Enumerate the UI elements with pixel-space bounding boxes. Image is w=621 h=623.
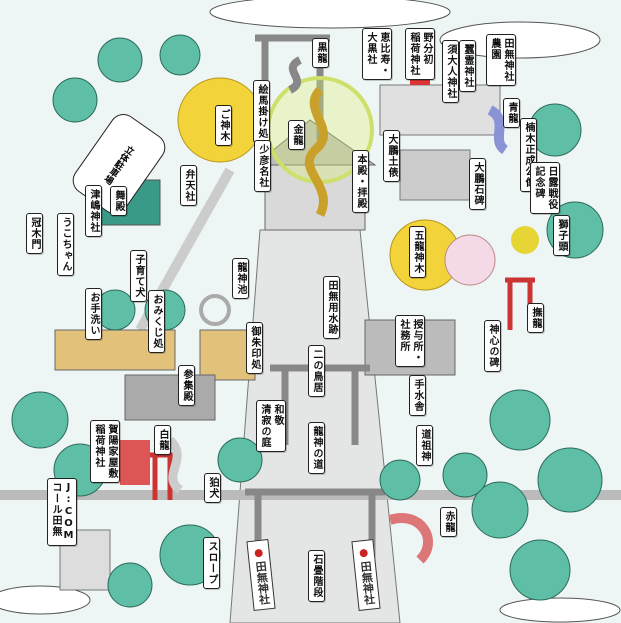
label-temizuya[interactable]: 手水舎	[409, 375, 426, 416]
label-ninotorii[interactable]: 二の鳥居	[308, 345, 325, 397]
label-naderyu[interactable]: 撫龍	[527, 303, 544, 333]
label-goryu[interactable]: 五龍神木	[409, 226, 426, 278]
label-ukochan[interactable]: うこちゃん	[57, 213, 74, 276]
honden-roof	[253, 119, 377, 166]
label-slope[interactable]: スロープ	[203, 537, 220, 589]
label-dosojin[interactable]: 道祖神	[416, 425, 433, 466]
label-goshuin[interactable]: 御朱印処	[246, 322, 263, 374]
label-sukunahikona[interactable]: 少彦名社	[254, 140, 271, 192]
trees	[11, 34, 604, 608]
black-dragon-icon	[287, 56, 303, 94]
label-juyosho[interactable]: 授与所・ 社務所	[395, 315, 425, 367]
label-komainu[interactable]: 狛犬	[204, 473, 221, 503]
label-sanshuden[interactable]: 参集殿	[178, 365, 195, 406]
golden-dragon-icon	[304, 86, 328, 218]
parking-label: 立体駐車場	[101, 142, 136, 186]
label-goshinboku[interactable]: ご神木	[215, 105, 232, 146]
label-noen[interactable]: 田無神社 農園	[486, 34, 516, 86]
ryujin-pond	[199, 294, 231, 326]
white-dragon-icon	[166, 436, 184, 494]
label-kaya-inari[interactable]: 賀陽家屋敷 稲荷神社	[90, 420, 120, 483]
goshuin-building	[199, 329, 256, 381]
label-dohyo[interactable]: 大鵬土俵	[383, 130, 400, 182]
label-nowake-inari[interactable]: 野分初 稲荷神社	[405, 28, 435, 80]
label-sukunabito[interactable]: 須大人神社	[442, 40, 459, 103]
sanshuden-building	[124, 374, 216, 421]
label-ryujin-michi[interactable]: 龍神の道	[308, 422, 325, 474]
kaya-inari-shrine	[120, 440, 150, 485]
upper-terrace	[379, 84, 501, 136]
label-hakuryu[interactable]: 白龍	[154, 425, 171, 455]
label-ryujin-ike[interactable]: 龍神池	[232, 258, 249, 299]
label-tsushima[interactable]: 津嶋神社	[85, 185, 102, 237]
label-jcom[interactable]: J:COM コール田無	[47, 478, 77, 546]
label-omikuji[interactable]: おみくじ処	[148, 290, 165, 353]
dohyo-roof	[399, 149, 471, 201]
label-ebisu-daikoku[interactable]: 恵比寿・ 大黒社	[362, 28, 392, 80]
label-kosodate[interactable]: 子育て犬	[130, 250, 147, 302]
label-sanrei[interactable]: 蠶霊神社	[459, 40, 476, 92]
label-ishidatami[interactable]: 石畳階段	[308, 550, 325, 602]
label-yousui[interactable]: 田無用水跡	[323, 276, 340, 339]
label-kokuryu[interactable]: 黒龍	[312, 38, 329, 68]
blue-dragon-icon	[487, 105, 509, 155]
label-seiryu[interactable]: 青龍	[503, 98, 520, 128]
label-shinshin[interactable]: 神心の碑	[484, 320, 501, 372]
label-taiho-sekihi[interactable]: 大鵬石碑	[469, 158, 486, 210]
label-kinryu[interactable]: 金龍	[288, 120, 305, 150]
label-kabukimon[interactable]: 冠木門	[26, 213, 43, 254]
shishigashira-icon	[511, 226, 539, 254]
cherry-tree	[444, 234, 496, 286]
label-honden[interactable]: 本殿・拝殿	[352, 150, 369, 213]
red-dragon-icon	[388, 513, 433, 564]
label-benten[interactable]: 弁天社	[180, 165, 197, 206]
label-shishigashira[interactable]: 獅子頭	[553, 215, 570, 256]
label-otearai[interactable]: お手洗い	[85, 288, 102, 340]
label-maidono[interactable]: 舞殿	[110, 186, 127, 216]
label-nichiro[interactable]: 日露戦役 記念碑	[530, 162, 560, 214]
label-wakei[interactable]: 和敬 清寂の庭	[256, 400, 286, 452]
label-sekiryu[interactable]: 赤龍	[440, 507, 457, 537]
label-ema[interactable]: 絵馬掛け処	[253, 80, 270, 143]
